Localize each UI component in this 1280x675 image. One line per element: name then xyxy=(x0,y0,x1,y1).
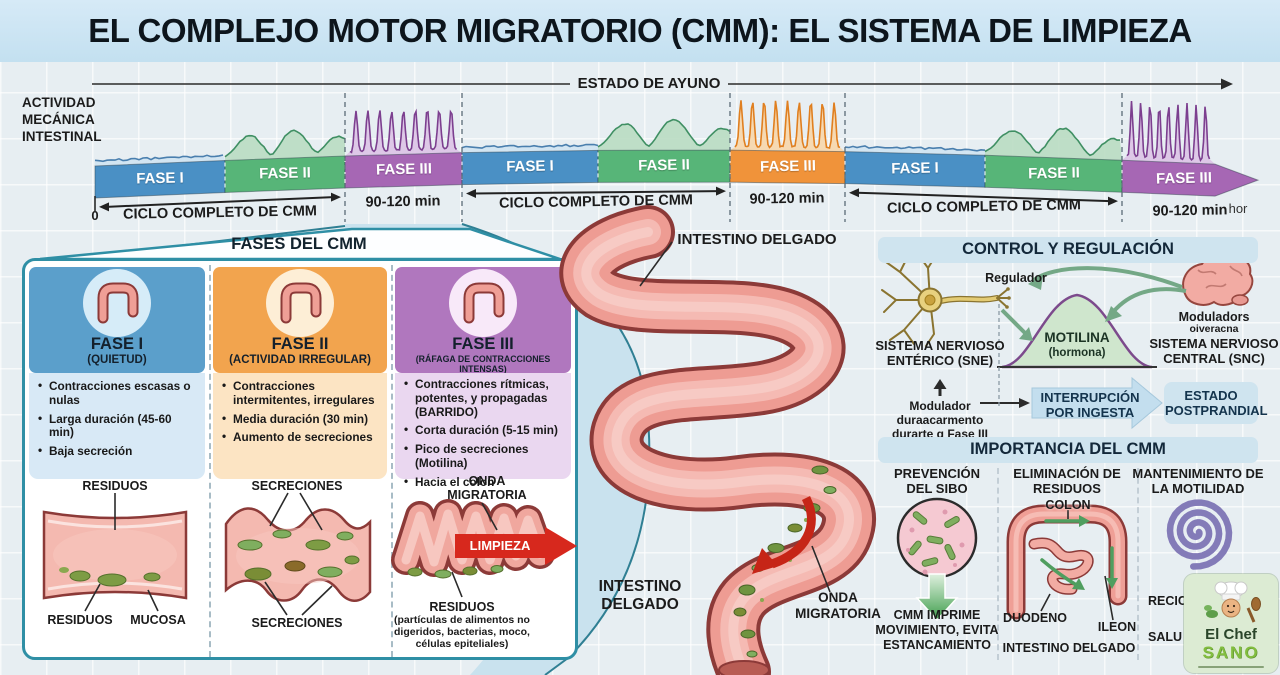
control-title: CONTROL Y REGULACIÓN xyxy=(962,240,1174,258)
fase3-bottom-sub-label: (partículas de alimentos no digeridos, b… xyxy=(394,614,530,651)
elimination-title: ELIMINACIÓN DE RESIDUOS xyxy=(1013,466,1121,497)
bullet-item: Corta duración (5-15 min) xyxy=(404,423,565,438)
importancia-divider xyxy=(997,468,999,660)
phase-label: FASE III xyxy=(1155,169,1213,188)
title-band xyxy=(0,0,1280,62)
duration-label: 90-120 min xyxy=(1152,202,1228,220)
snc-note-1: Moduladors xyxy=(1178,310,1250,324)
sne-label: SISTEMA NERVIOSO ENTÉRICO (SNE) xyxy=(875,338,1005,369)
cycle-label: CICLO COMPLETO DE CMM xyxy=(122,202,318,223)
fase2-name: FASE II xyxy=(271,335,329,353)
importancia-title: IMPORTANCIA DEL CMM xyxy=(970,440,1166,458)
truncated-label-1: RECIC xyxy=(1148,594,1187,608)
bullet-item: Contracciones escasas o nulas xyxy=(38,379,199,408)
bullet-item: Pico de secreciones (Motilina) xyxy=(404,442,565,471)
chef-icon xyxy=(1204,581,1261,623)
fase2-subtitle: (ACTIVIDAD IRREGULAR) xyxy=(229,354,371,366)
fase1-bullets-box: Contracciones escasas o nulasLarga durac… xyxy=(29,373,205,479)
phase-label: FASE II xyxy=(1027,164,1080,183)
column-divider xyxy=(209,265,211,657)
sibo-title: PREVENCIÓN DEL SIBO xyxy=(894,466,980,497)
truncated-label-2: SALU xyxy=(1148,630,1183,644)
bullet-item: Aumento de secreciones xyxy=(222,430,381,445)
snc-label: SISTEMA NERVIOSO CENTRAL (SNC) xyxy=(1149,336,1279,367)
bullet-item: Larga duración (45-60 min) xyxy=(38,412,199,441)
fase3-bottom-label: RESIDUOS xyxy=(429,600,495,614)
fase3-bullets-box: Contracciones rítmicas, potentes, y prop… xyxy=(395,373,571,489)
column-divider xyxy=(391,265,393,657)
fase2-bottom-label: SECRECIONES xyxy=(251,616,343,630)
motility-title: MANTENIMIENTO DE LA MOTILIDAD xyxy=(1132,466,1264,497)
axis-unit-label: hor xyxy=(1228,201,1248,216)
cycle-label: CICLO COMPLETO DE CMM xyxy=(498,192,694,213)
phase-label: FASE I xyxy=(136,169,184,188)
limpieza-label: LIMPIEZA xyxy=(469,538,531,553)
sibo-caption: CMM IMPRIME MOVIMIENTO, EVITA ESTANCAMIE… xyxy=(875,608,999,652)
phase-label: FASE II xyxy=(258,164,312,183)
fase2-bullets: Contracciones intermitentes, irregulares… xyxy=(219,379,383,445)
interruption-label: INTERRUPCIÓN POR INGESTA xyxy=(1040,390,1140,421)
intestine-top-label: INTESTINO DELGADO xyxy=(677,231,837,248)
logo-line1: El Chef xyxy=(1205,626,1257,643)
fase3-subtitle: (RÁFAGA DE CONTRACCIONES INTENSAS) xyxy=(415,354,551,374)
control-header-bar xyxy=(878,237,1258,263)
cycle-label: CICLO COMPLETO DE CMM xyxy=(886,197,1081,217)
phase-label: FASE I xyxy=(891,159,939,178)
fase2-bullets-box: Contracciones intermitentes, irregulares… xyxy=(213,373,387,479)
duodeno-label: DUODENO xyxy=(1003,611,1067,625)
importancia-divider xyxy=(1137,468,1139,660)
postprandial-label: ESTADO POSTPRANDIAL xyxy=(1165,388,1268,419)
logo-tagline-bar xyxy=(1198,666,1264,668)
ileon-label: ILEON xyxy=(1097,620,1137,634)
fase2-top-label: SECRECIONES xyxy=(251,479,343,493)
fase3-top-label: ONDA MIGRATORIA xyxy=(447,474,527,502)
importancia-header-bar xyxy=(878,437,1258,463)
fase1-name: FASE I xyxy=(90,335,144,353)
phase-label: FASE III xyxy=(375,160,432,179)
axis-origin-label: 0 xyxy=(91,208,99,223)
motilin-sub-label: (hormona) xyxy=(1048,347,1106,359)
migrating-wave-label: ONDA MIGRATORIA xyxy=(795,590,881,621)
bullet-item: Media duración (30 min) xyxy=(222,412,381,427)
snc-note-2: oiveracna xyxy=(1189,323,1239,335)
colon-label: COLON xyxy=(1045,498,1091,512)
fasting-state-label: ESTADO DE AYUNO xyxy=(577,75,721,92)
modulator-note: Modulador duraacarmento durarte g Fase I… xyxy=(891,399,989,442)
motilin-label: MOTILINA xyxy=(1044,330,1110,345)
phase-label: FASE I xyxy=(506,157,554,176)
fase3-name: FASE III xyxy=(452,335,514,353)
fase1-bottom-right-label: MUCOSA xyxy=(130,613,186,627)
intestine-bottom-left-label: INTESTINO DELGADO xyxy=(598,578,682,614)
el-chef-sano-logo: El Chef SANO xyxy=(1184,574,1278,673)
fase3-bullets: Contracciones rítmicas, potentes, y prop… xyxy=(401,377,567,490)
logo-line2: SANO xyxy=(1202,643,1260,662)
regulator-label: Regulador xyxy=(985,271,1047,285)
page-title: EL COMPLEJO MOTOR MIGRATORIO (CMM): EL S… xyxy=(88,12,1192,49)
fase1-bullets: Contracciones escasas o nulasLarga durac… xyxy=(35,379,201,459)
bullet-item: Baja secreción xyxy=(38,444,199,459)
postprandial-box xyxy=(1164,382,1258,424)
bullet-item: Contracciones intermitentes, irregulares xyxy=(222,379,381,408)
axis-label: ACTIVIDAD MECÁNICA INTESTINAL xyxy=(22,95,102,144)
duration-label: 90-120 min xyxy=(365,193,441,211)
fase1-subtitle: (QUIETUD) xyxy=(87,354,147,366)
intestino-delgado-label: INTESTINO DELGADO xyxy=(1002,641,1136,655)
bullet-item: Contracciones rítmicas, potentes, y prop… xyxy=(404,377,565,419)
phase-label: FASE III xyxy=(759,157,816,176)
fase1-bottom-left-label: RESIDUOS xyxy=(47,613,113,627)
fase1-top-label: RESIDUOS xyxy=(82,479,148,493)
duration-label: 90-120 min xyxy=(749,190,825,208)
fases-panel-title: FASES DEL CMM xyxy=(231,235,367,253)
phase-label: FASE II xyxy=(637,156,691,175)
bullet-item: Hacia el colon xyxy=(404,475,565,490)
